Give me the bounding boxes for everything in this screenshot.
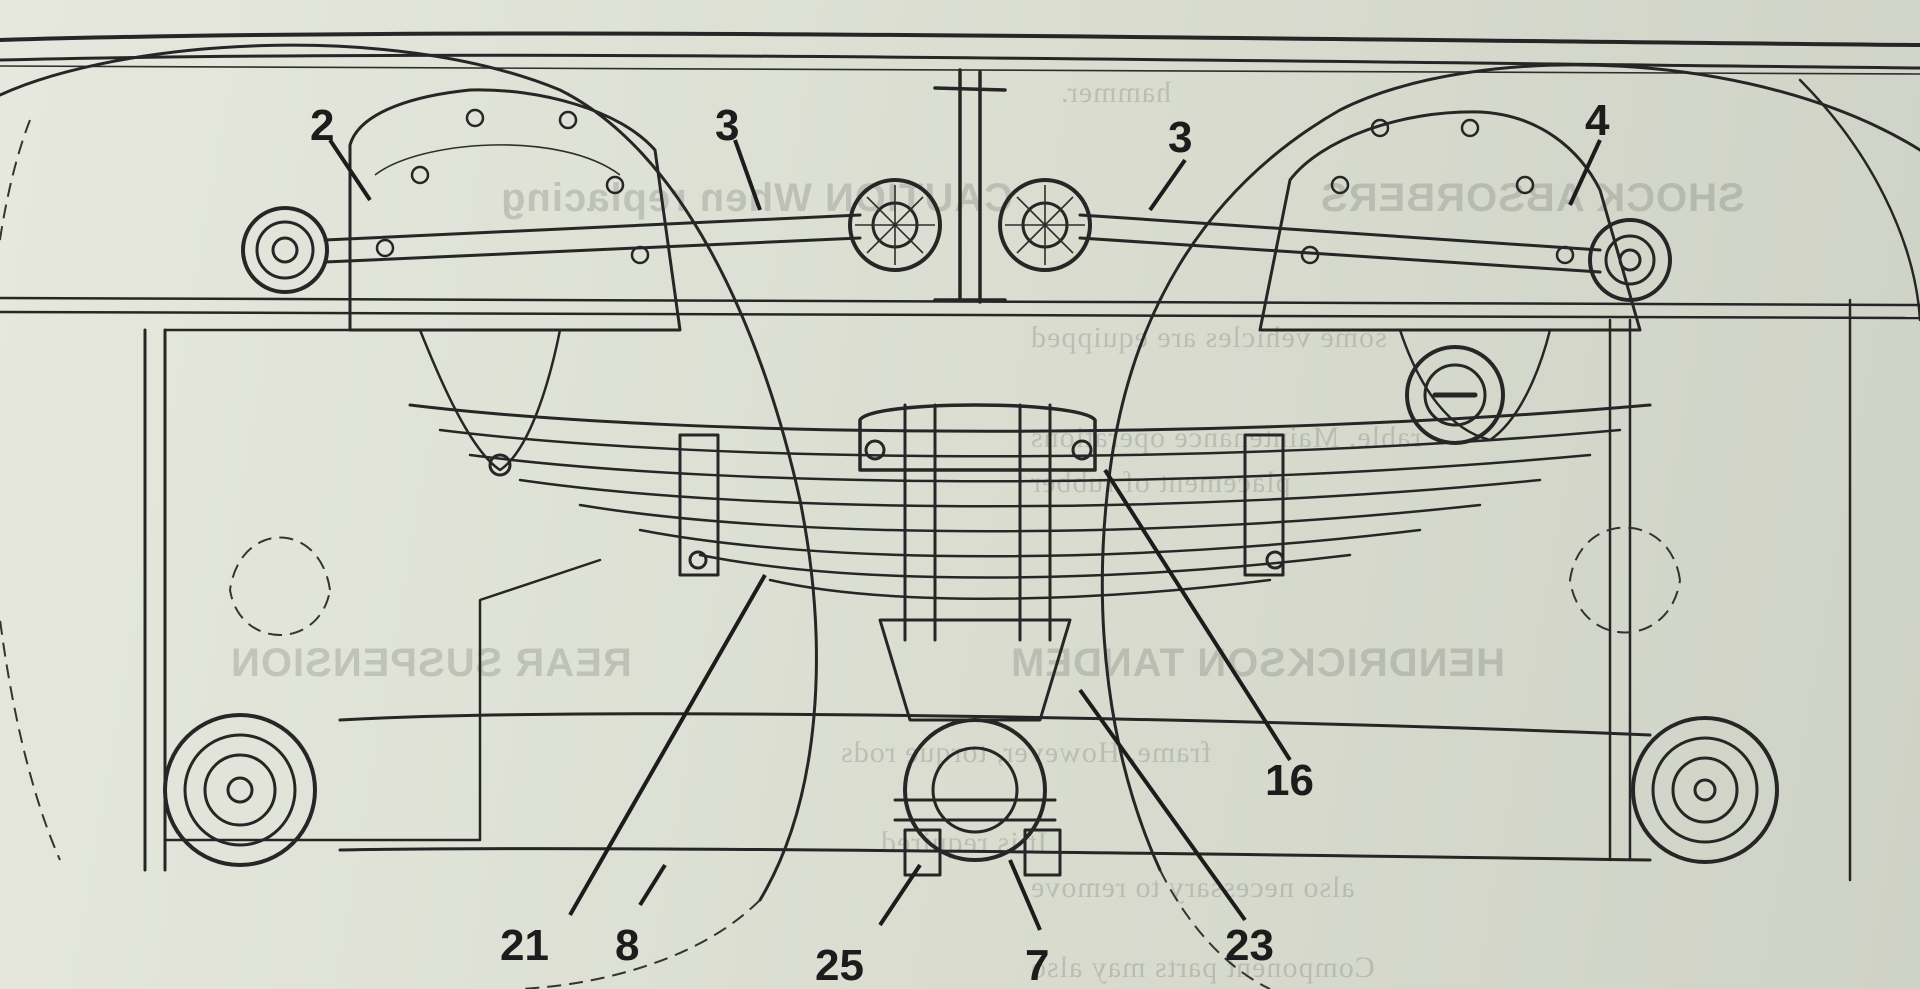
callout-labels: 2 3 3 4 16 23 21 8 25 7 — [310, 96, 1610, 989]
axle-assembly — [858, 403, 1097, 877]
front-spring-hanger — [348, 88, 682, 477]
callout-3-right: 3 — [1168, 113, 1192, 162]
crossmember — [933, 68, 1007, 304]
callout-16: 16 — [1265, 756, 1314, 805]
torque-rods — [323, 178, 1602, 274]
callout-7: 7 — [1025, 941, 1049, 989]
callout-23: 23 — [1225, 921, 1274, 970]
wheel-hubs — [163, 713, 1779, 867]
spring-eyes — [241, 206, 1672, 445]
callout-21: 21 — [500, 921, 549, 970]
leader-arrows — [328, 138, 1602, 931]
lower-structure — [143, 298, 1852, 882]
callout-8: 8 — [615, 921, 639, 970]
callout-4: 4 — [1585, 96, 1610, 145]
callout-25: 25 — [815, 941, 864, 989]
callout-3-left: 3 — [715, 101, 739, 150]
rear-spring-hanger — [1258, 110, 1642, 442]
leaf-spring — [408, 403, 1652, 600]
callout-2: 2 — [310, 101, 334, 150]
